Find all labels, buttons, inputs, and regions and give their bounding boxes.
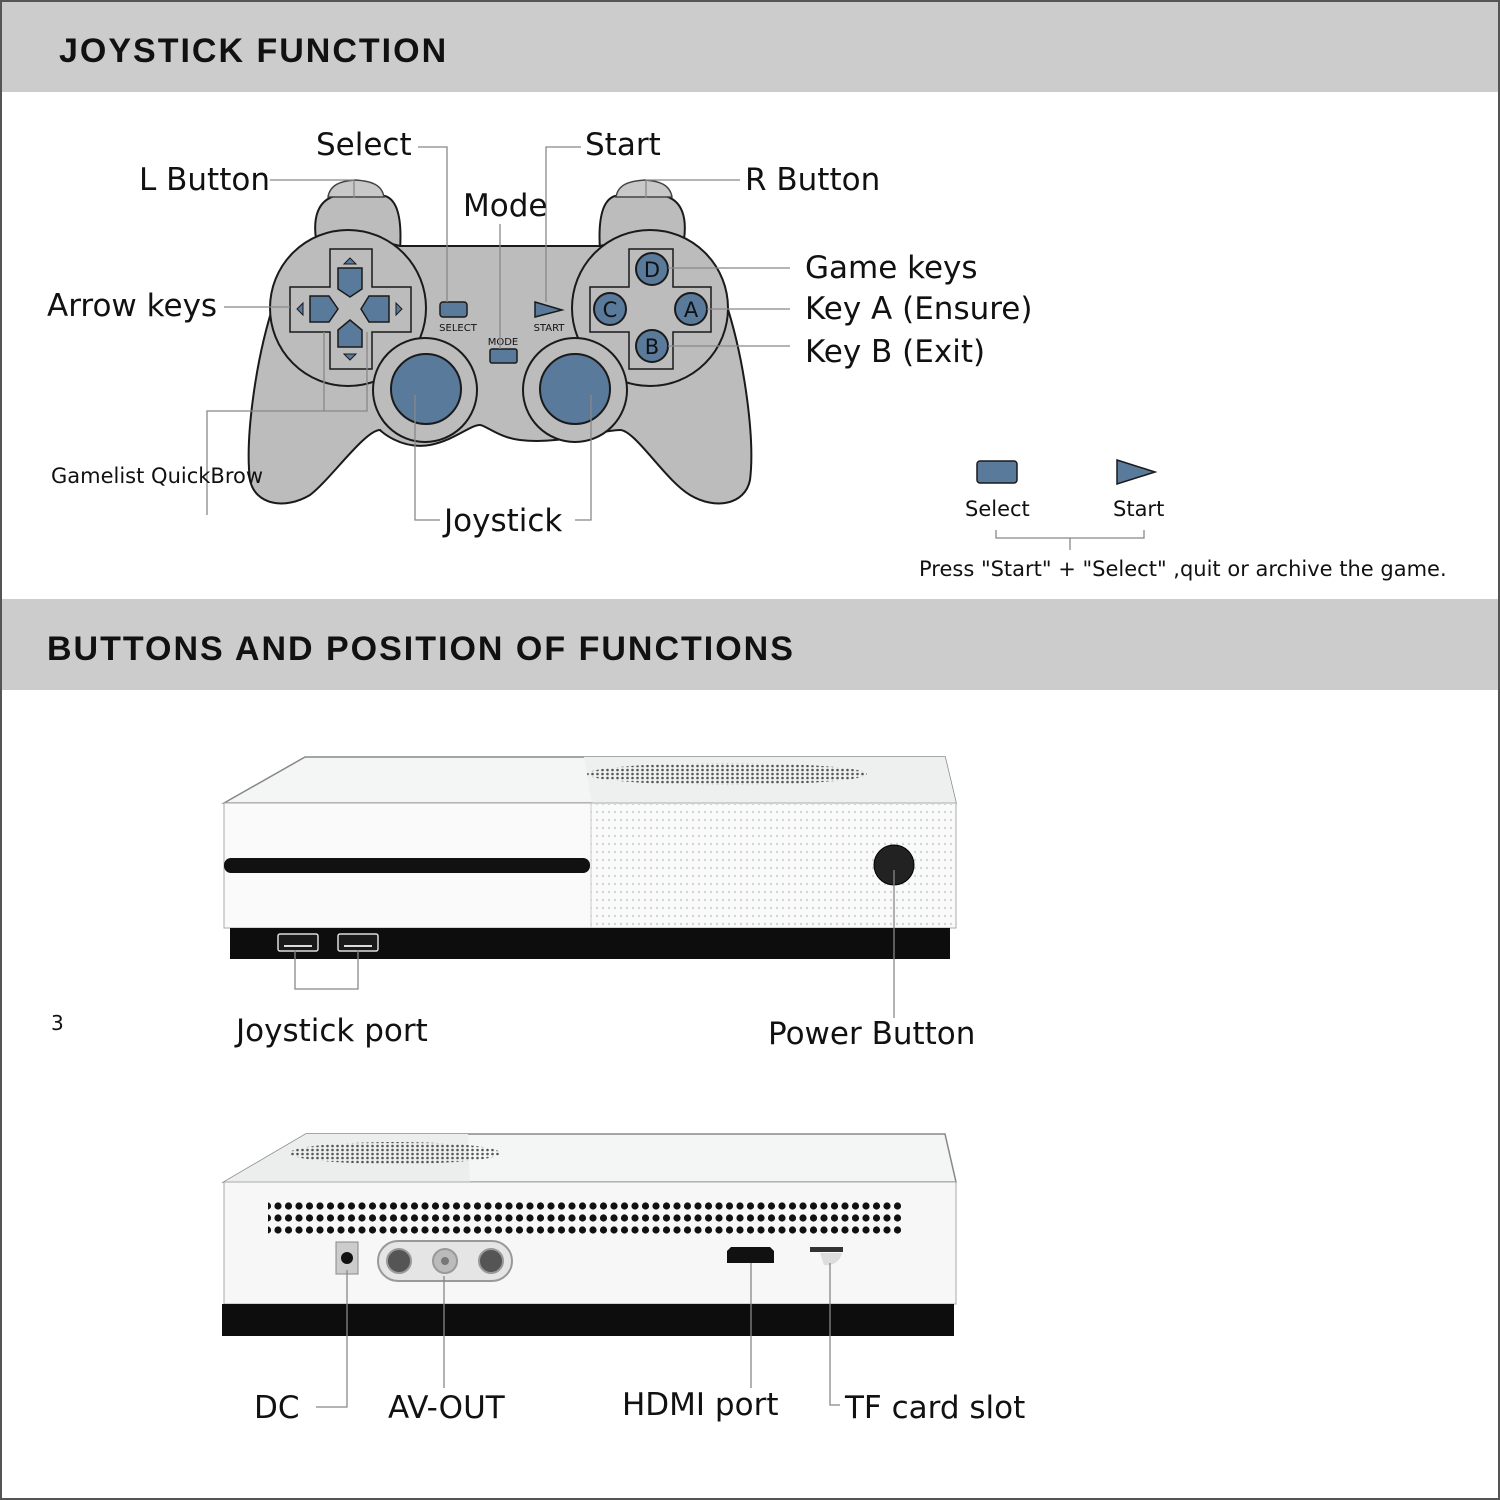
svg-text:A: A (684, 298, 699, 322)
page-number: 3 (51, 1011, 64, 1035)
leader-lines (206, 146, 1145, 550)
svg-text:START: START (534, 323, 566, 334)
start-key (534, 300, 565, 318)
label-av-out: AV-OUT (388, 1390, 505, 1426)
start-icon (1116, 458, 1158, 486)
left-stick (390, 353, 462, 425)
label-mode: Mode (463, 188, 548, 224)
svg-text:C: C (603, 298, 618, 322)
dpad-up (337, 267, 363, 298)
combo-start-label: Start (1113, 497, 1165, 521)
face-button-d: D (635, 252, 669, 286)
joystick-port-1 (277, 933, 319, 952)
vent-holes (268, 1200, 904, 1236)
label-l-button: L Button (139, 162, 270, 198)
section-header-buttons: BUTTONS AND POSITION OF FUNCTIONS (2, 599, 1498, 690)
dpad-right (360, 295, 390, 323)
label-key-a: Key A (Ensure) (805, 291, 1033, 327)
dpad-left (309, 295, 339, 323)
face-button-c: C (593, 292, 627, 326)
combo-instruction: Press "Start" + "Select" ,quit or archiv… (919, 557, 1447, 581)
svg-text:D: D (644, 258, 660, 282)
svg-text:MODE: MODE (488, 337, 519, 348)
label-select: Select (316, 127, 412, 163)
label-arrow-keys: Arrow keys (47, 288, 218, 324)
label-start: Start (585, 127, 661, 163)
face-button-b: B (635, 329, 669, 363)
combo-select-label: Select (965, 497, 1030, 521)
section-header-joystick: JOYSTICK FUNCTION (2, 2, 1498, 92)
svg-text:SELECT: SELECT (439, 323, 478, 334)
label-r-button: R Button (745, 162, 881, 198)
label-dc: DC (254, 1390, 300, 1426)
label-tf-card-slot: TF card slot (845, 1390, 1026, 1426)
mode-key (489, 348, 518, 364)
controller-diagram: D C A B SELECT START MODE (206, 146, 1158, 550)
svg-text:B: B (645, 335, 659, 359)
select-key (439, 301, 468, 318)
label-gamelist-quickbrowse: Gamelist QuickBrow (51, 464, 264, 488)
label-power-button: Power Button (768, 1016, 976, 1052)
label-game-keys: Game keys (805, 250, 978, 286)
section-title: BUTTONS AND POSITION OF FUNCTIONS (47, 630, 795, 668)
label-joystick: Joystick (444, 503, 563, 539)
select-icon (976, 460, 1018, 484)
tf-card-slot (810, 1247, 843, 1252)
section-title: JOYSTICK FUNCTION (59, 32, 449, 70)
right-stick (539, 353, 611, 425)
disc-slot (224, 858, 590, 873)
joystick-port-2 (337, 933, 379, 952)
label-hdmi-port: HDMI port (622, 1387, 779, 1423)
label-joystick-port: Joystick port (236, 1013, 428, 1049)
label-key-b: Key B (Exit) (805, 334, 986, 370)
dpad-down (337, 319, 363, 348)
hdmi-port (727, 1247, 774, 1263)
